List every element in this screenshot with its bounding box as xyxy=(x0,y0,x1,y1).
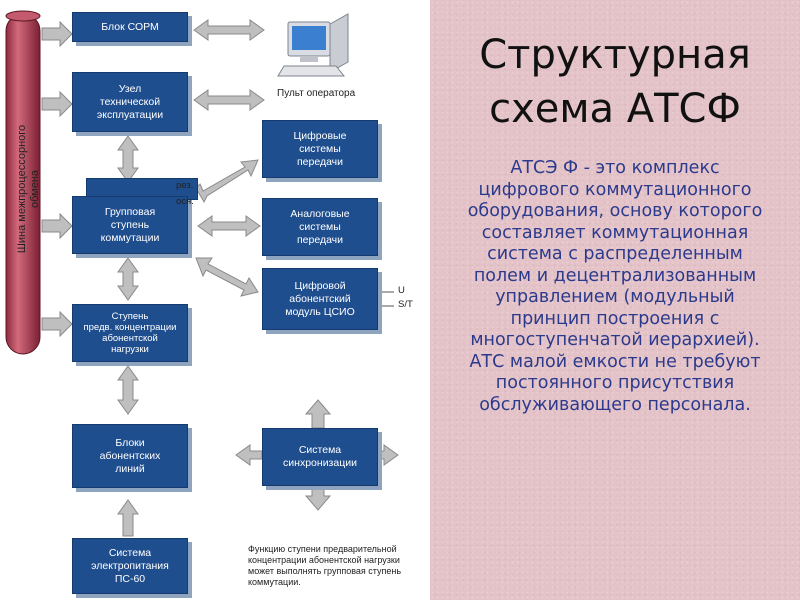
operator-console-label: Пульт оператора xyxy=(277,88,355,99)
arrow-preconc-lines xyxy=(118,366,138,414)
bus-top-cap xyxy=(6,11,40,21)
bus-arrow-sorm xyxy=(42,22,72,46)
label-res: рез. xyxy=(176,180,193,191)
slide-description: АТСЭ Ф - это комплекс цифрового коммутац… xyxy=(442,158,788,416)
arrow-group-digital xyxy=(196,160,258,202)
arrow-maint-group xyxy=(118,136,138,182)
bus-arrow-maintenance xyxy=(42,92,72,116)
arrow-power-lines xyxy=(118,500,138,536)
sync-arrow-right xyxy=(378,445,398,465)
label-u: U xyxy=(398,285,405,296)
arrow-group-preconc xyxy=(118,258,138,300)
label-st: S/T xyxy=(398,299,413,310)
arrow-group-subscriber xyxy=(196,258,258,296)
bus-arrow-group xyxy=(42,214,72,238)
arrow-sorm-pc xyxy=(194,20,264,40)
arrow-group-analog xyxy=(198,216,260,236)
sync-arrow-up xyxy=(306,400,330,428)
bus-arrow-preconc xyxy=(42,312,72,336)
operator-pc-icon xyxy=(278,14,348,76)
sync-arrow-down xyxy=(306,482,330,510)
sync-arrow-left xyxy=(236,445,262,465)
arrow-maint-operator xyxy=(194,90,264,110)
label-main: осн. xyxy=(176,196,194,207)
block-sorm: Блок СОРМ xyxy=(72,12,188,42)
